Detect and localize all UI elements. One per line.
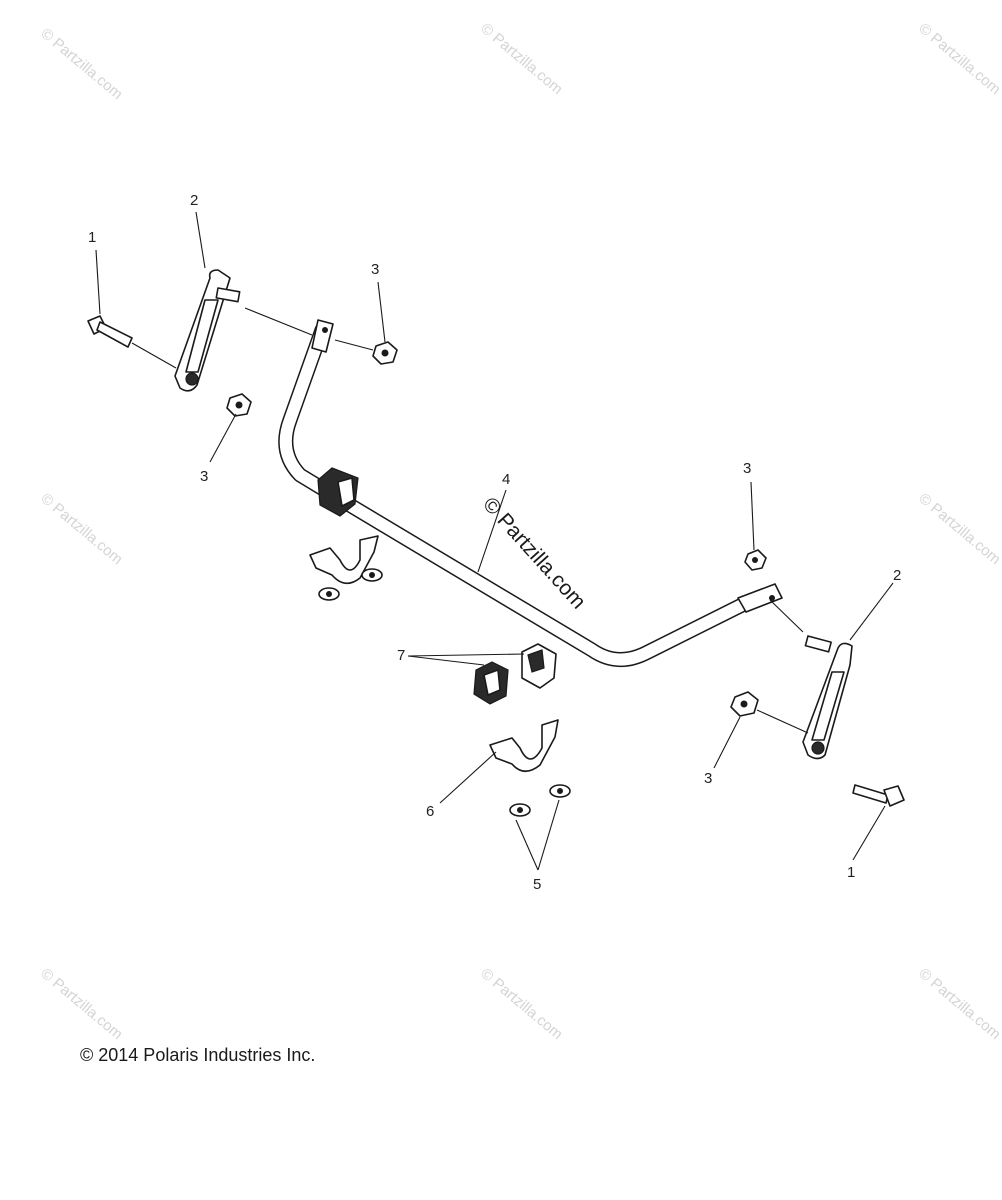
flange-nut xyxy=(509,803,531,817)
callout-2: 2 xyxy=(893,567,901,584)
bracket-lower xyxy=(489,719,559,773)
callout-5: 5 xyxy=(533,876,541,893)
watermark: © Partzilla.com xyxy=(915,965,1002,1043)
nut xyxy=(372,341,398,365)
bushing xyxy=(521,643,557,689)
watermark: © Partzilla.com xyxy=(37,965,125,1043)
bushing xyxy=(473,661,509,705)
bolt-left xyxy=(87,315,133,348)
flange-nut xyxy=(549,784,571,798)
watermark: © Partzilla.com xyxy=(915,490,1002,568)
stabilizer-bar xyxy=(278,319,783,667)
flange-nut xyxy=(361,568,383,582)
callout-2: 2 xyxy=(190,192,198,209)
callout-3: 3 xyxy=(743,460,751,477)
nut xyxy=(730,691,759,717)
watermark: © Partzilla.com xyxy=(477,965,565,1043)
callout-3: 3 xyxy=(371,261,379,278)
callout-1: 1 xyxy=(88,229,96,246)
callout-1: 1 xyxy=(847,864,855,881)
callout-6: 6 xyxy=(426,803,434,820)
nut xyxy=(744,549,767,571)
watermark: © Partzilla.com xyxy=(37,25,125,103)
callout-7: 7 xyxy=(397,647,405,664)
nut xyxy=(226,393,252,417)
callout-3: 3 xyxy=(200,468,208,485)
stabilizer-link-left xyxy=(174,269,241,392)
callout-leaders xyxy=(95,211,894,871)
watermark: © Partzilla.com xyxy=(915,20,1002,98)
bolt-right xyxy=(852,784,905,807)
watermark: © Partzilla.com xyxy=(37,490,125,568)
copyright-notice: © 2014 Polaris Industries Inc. xyxy=(80,1045,316,1065)
bracket-upper xyxy=(309,535,379,585)
callout-labels: 1 2 3 3 4 3 2 3 7 6 5 1 xyxy=(88,192,901,893)
callout-3: 3 xyxy=(704,770,712,787)
flange-nut xyxy=(318,587,340,601)
assembly-lines xyxy=(131,307,809,734)
stabilizer-link-right xyxy=(802,635,853,760)
callout-4: 4 xyxy=(502,471,510,488)
watermark: © Partzilla.com xyxy=(477,20,565,98)
